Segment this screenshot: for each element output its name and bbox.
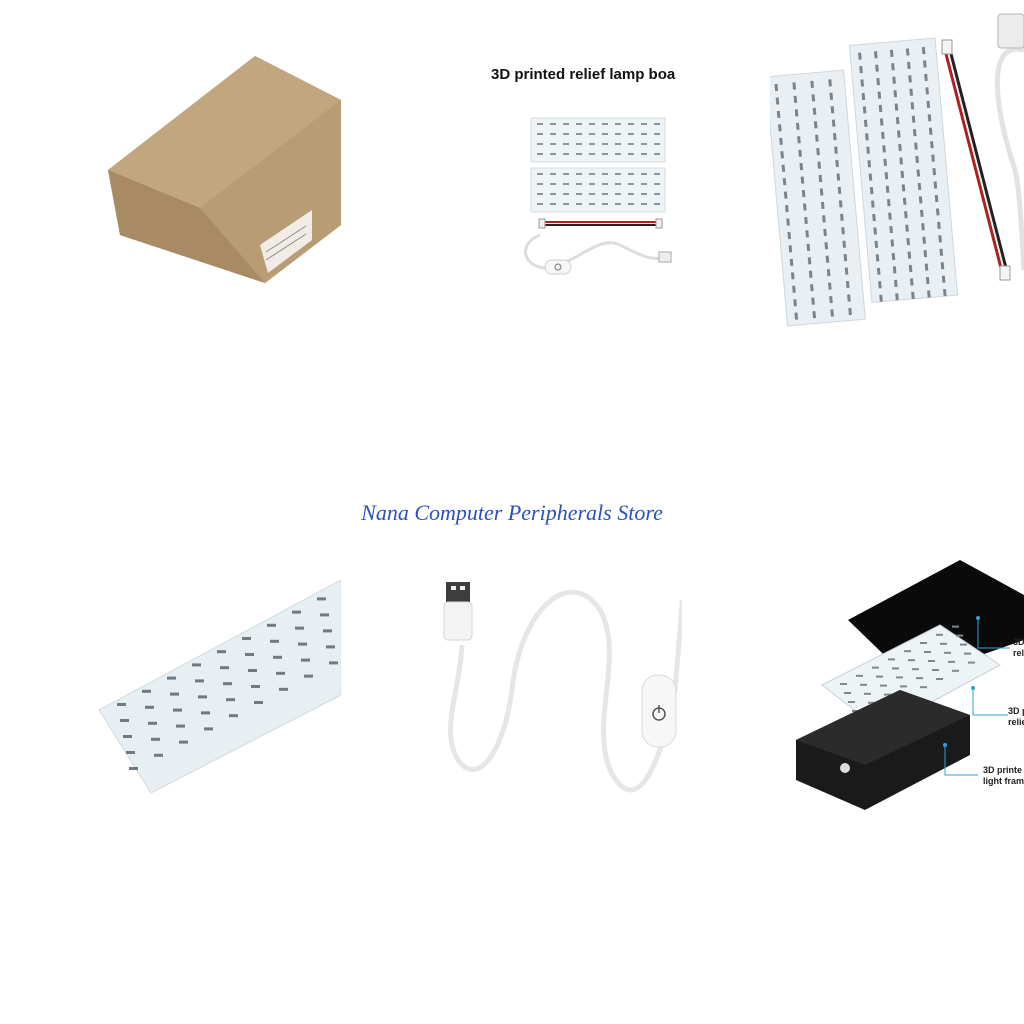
box-image xyxy=(100,40,341,300)
led-board-kit-icon xyxy=(524,117,672,275)
kit-image xyxy=(510,110,682,300)
cardboard-box-icon xyxy=(108,56,341,283)
board-angle-image xyxy=(95,575,341,795)
store-name: Nana Computer Peripherals Store xyxy=(361,500,663,525)
led-boards-with-cables-icon xyxy=(770,13,1024,327)
boards-image xyxy=(770,10,1024,330)
callout-label-2: 3D prelie xyxy=(1008,706,1024,727)
usb-cable-with-switch-icon xyxy=(443,582,682,793)
kit-title: 3D printed relief lamp boa xyxy=(491,66,676,83)
led-board-icon xyxy=(98,579,341,794)
cable-image xyxy=(420,570,682,800)
exploded-assembly-icon xyxy=(796,560,1024,810)
exploded-image xyxy=(790,555,1024,815)
